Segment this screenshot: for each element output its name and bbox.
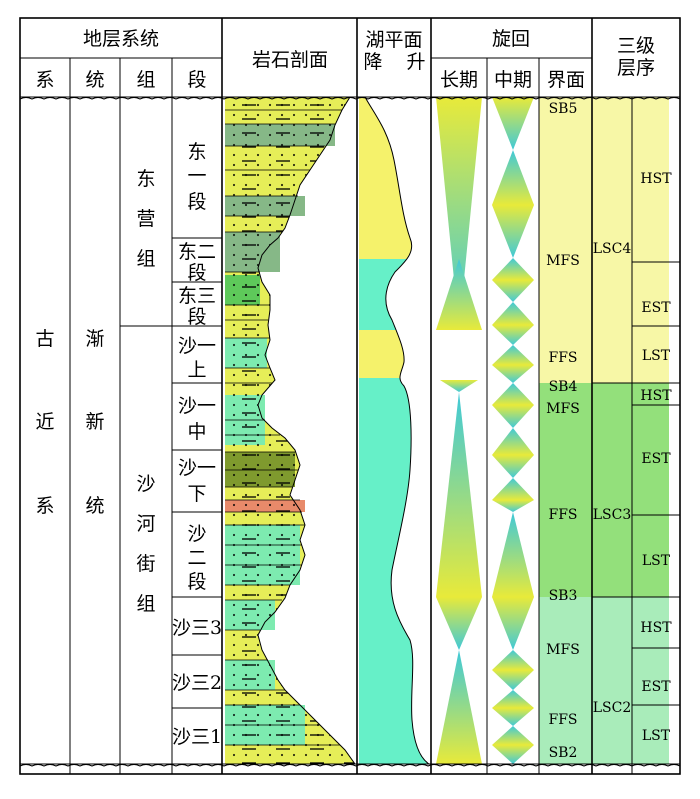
long-cycle-4 [436, 392, 482, 597]
surface-label: FFS [548, 712, 577, 728]
table-grid [19, 17, 681, 775]
header-formation: 组 [136, 69, 155, 91]
systems-tract: HST [640, 620, 672, 636]
formation-char: 组 [136, 248, 155, 270]
member-label: 沙三2 [172, 672, 222, 694]
header-member: 段 [187, 69, 206, 91]
header-third-order-1: 三级 [617, 35, 655, 57]
zone-lsc3 [539, 383, 669, 597]
long-cycle-2 [436, 259, 482, 330]
sequence-name: LSC3 [593, 507, 632, 523]
surface-label: FFS [548, 507, 577, 523]
member-label: 东 [187, 141, 206, 163]
surface-label: FFS [548, 350, 577, 366]
surface-label: MFS [546, 401, 580, 417]
system-char: 古 [35, 328, 54, 350]
systems-tract: LST [642, 728, 671, 744]
zone-lsc4 [539, 97, 669, 383]
header-surface: 界面 [547, 69, 585, 91]
surface-label: SB2 [549, 745, 578, 761]
member-label: 东二 [178, 241, 216, 263]
sequence-column: LSC4 LSC3 LSC2 HST EST LST HST EST LST H… [593, 171, 672, 744]
header-cycle: 旋回 [492, 28, 530, 50]
member-label: 沙一 [178, 457, 216, 479]
surface-label: MFS [546, 642, 580, 658]
sequence-color-zones [539, 97, 669, 764]
systems-tract: EST [641, 300, 671, 316]
member-label: 沙三1 [172, 726, 222, 748]
member-label: 一 [187, 165, 206, 187]
header-lithology: 岩石剖面 [252, 49, 328, 71]
header-system: 系 [35, 69, 54, 91]
break-lines [19, 97, 681, 767]
member-label: 下 [187, 483, 206, 505]
header-mid-term: 中期 [494, 69, 532, 91]
header-third-order-2: 层序 [617, 57, 655, 79]
member-label: 东三 [178, 285, 216, 307]
header-lake-level: 湖平面 [365, 29, 422, 51]
surface-label: MFS [546, 253, 580, 269]
long-cycle-3 [440, 380, 478, 392]
series-column: 渐 新 统 [85, 328, 104, 517]
systems-tract: LST [642, 553, 671, 569]
long-cycle-1 [436, 97, 482, 330]
systems-tract: EST [641, 679, 671, 695]
formation-char: 组 [136, 593, 155, 615]
member-label: 中 [187, 421, 206, 443]
surface-label: SB4 [549, 379, 578, 395]
header-lake-fall: 降 [363, 51, 382, 73]
formation-char: 沙 [136, 473, 155, 495]
mid-term-cycles [492, 97, 534, 764]
systems-tract: HST [640, 388, 672, 404]
member-label: 段 [187, 306, 206, 328]
systems-tract: LST [642, 348, 671, 364]
series-char: 新 [85, 411, 104, 433]
sequence-name: LSC2 [593, 700, 632, 716]
formation-char: 街 [136, 553, 155, 575]
lithology-section [225, 96, 356, 765]
member-label: 沙 [187, 523, 206, 545]
member-label: 沙三3 [172, 617, 222, 639]
surface-column: SB5 MFS FFS SB4 MFS FFS SB3 MFS FFS SB2 [546, 101, 580, 761]
header-series: 统 [85, 69, 104, 91]
system-char: 近 [35, 411, 54, 433]
header-stratigraphy: 地层系统 [83, 28, 159, 50]
formation-char: 东 [136, 168, 155, 190]
surface-label: SB3 [549, 588, 578, 604]
formation-char: 营 [136, 208, 155, 230]
header-lake-rise: 升 [406, 51, 425, 73]
systems-tract: HST [640, 171, 672, 187]
system-column: 古 近 系 [35, 328, 54, 517]
member-label: 二 [187, 547, 206, 569]
surface-label: SB5 [549, 101, 578, 117]
member-column: 东 一 段 东二 段 东三 段 沙一 上 沙一 中 沙一 下 沙 二 段 沙三3… [172, 141, 222, 748]
lake-level-curve [359, 96, 430, 765]
systems-tract: EST [641, 451, 671, 467]
member-label: 段 [187, 571, 206, 593]
member-label: 沙一 [178, 395, 216, 417]
series-char: 统 [85, 495, 104, 517]
member-label: 段 [187, 191, 206, 213]
member-label: 沙一 [178, 335, 216, 357]
long-term-cycles [436, 97, 482, 764]
zone-lsc2 [539, 597, 669, 764]
header: 地层系统 系 统 组 段 岩石剖面 湖平面 降 升 旋回 长期 中期 界面 三级… [35, 28, 655, 91]
long-cycle-6 [436, 650, 482, 764]
series-char: 渐 [85, 328, 104, 350]
formation-char: 河 [136, 513, 155, 535]
sequence-name: LSC4 [593, 241, 632, 257]
formation-column: 东 营 组 沙 河 街 组 [136, 168, 155, 615]
member-label: 上 [187, 359, 206, 381]
header-long-term: 长期 [440, 69, 478, 91]
system-char: 系 [35, 495, 54, 517]
member-label: 段 [187, 262, 206, 284]
long-cycle-5 [436, 597, 482, 650]
